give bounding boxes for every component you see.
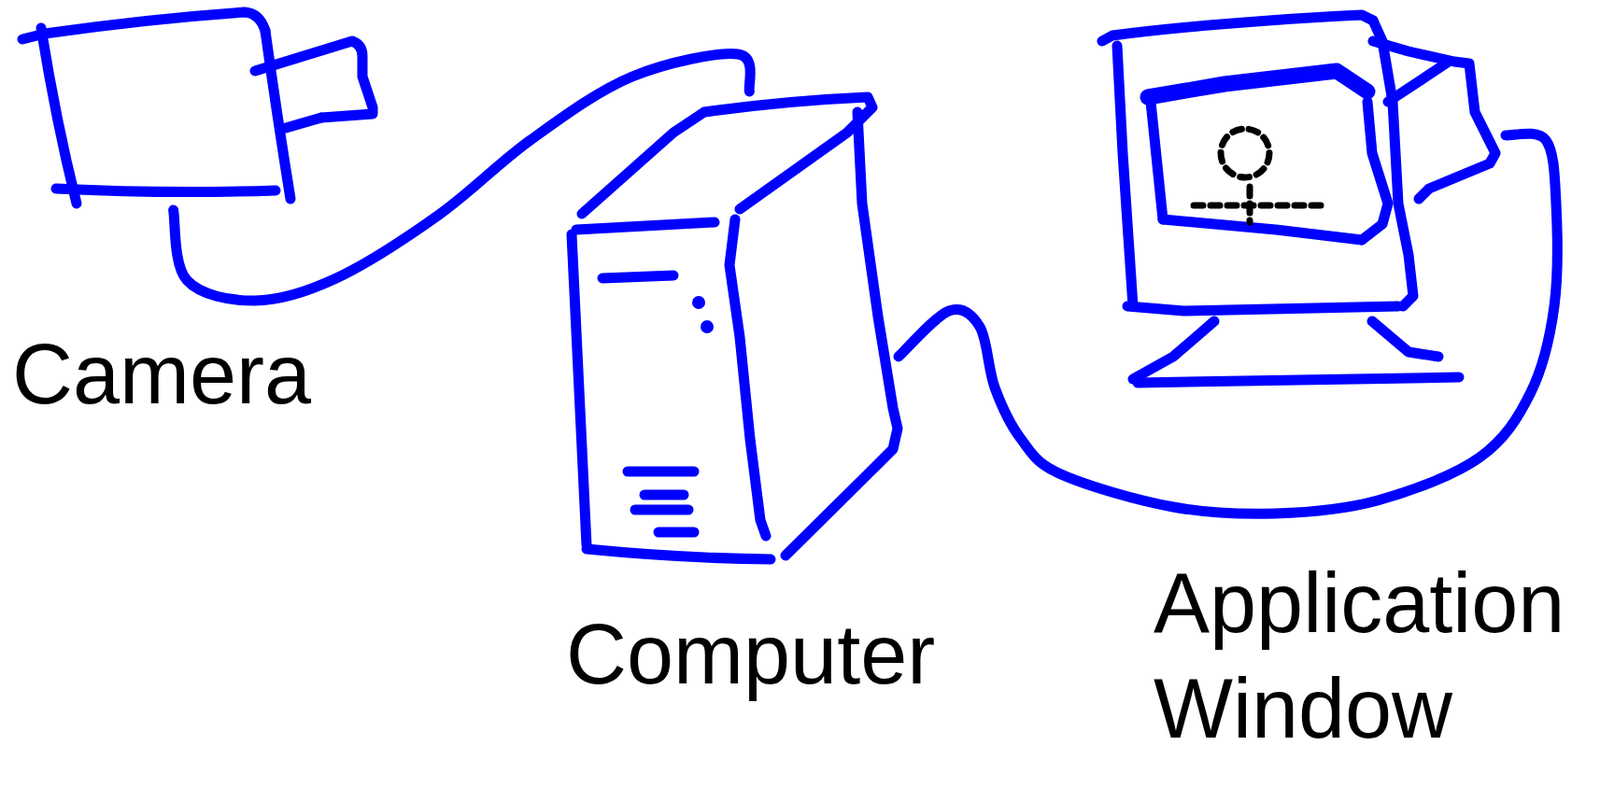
camera-drawing [22, 12, 373, 204]
device-node: Computer [565, 91, 899, 566]
computer-drawing [571, 97, 898, 560]
monitor-drawing [1102, 14, 1496, 383]
drive-dot [700, 320, 714, 334]
cable-connector [898, 133, 1558, 514]
device-node: Application Window [1098, 9, 1506, 388]
drive-dot [692, 296, 706, 310]
cable-connector [173, 54, 751, 301]
device-label: Computer [566, 602, 935, 708]
device-label: Camera [12, 322, 312, 428]
screen-icon [1193, 128, 1327, 223]
device-label: Application Window [1153, 551, 1593, 762]
device-node: Camera [18, 7, 379, 211]
